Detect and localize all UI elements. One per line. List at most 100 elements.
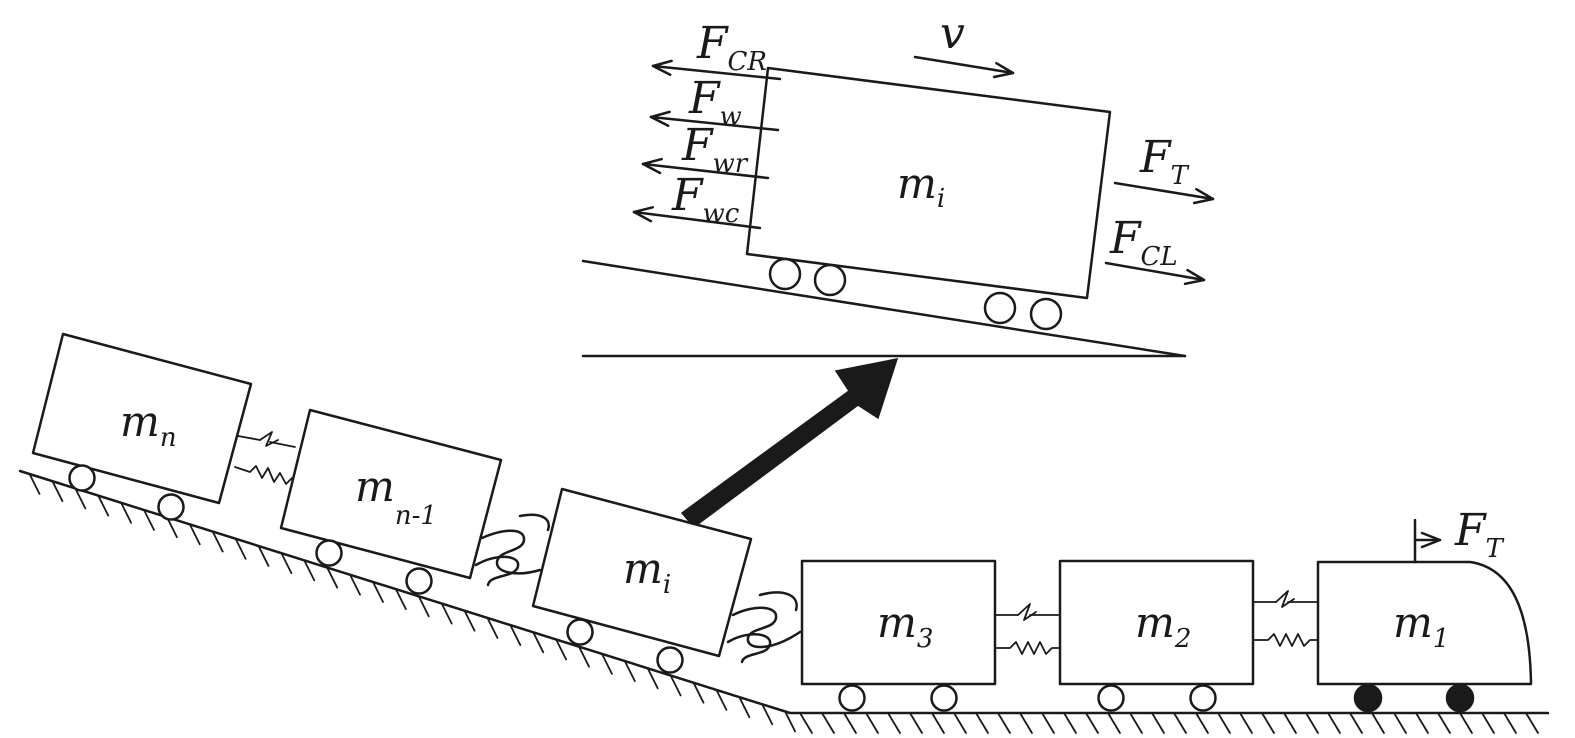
hatch-mark [601, 652, 613, 675]
car-label-m2: m2 [1135, 598, 1191, 654]
hatch-mark [188, 523, 201, 546]
hatch-mark [799, 712, 813, 734]
car-body-mn [31, 332, 253, 505]
inset-wheel-3 [983, 291, 1017, 325]
hatch-mark [1525, 712, 1539, 734]
wheel [838, 684, 866, 712]
inset-incline-line [581, 259, 1187, 358]
wheel [1189, 684, 1217, 712]
hatch-mark [843, 712, 857, 734]
hatch-mark [509, 624, 522, 647]
coupler-mn-mn1 [234, 431, 296, 485]
hatch-mark [417, 595, 430, 618]
hatch-mark [1173, 712, 1187, 734]
hatch-mark [1085, 712, 1099, 734]
car-label-mi: mi [623, 544, 671, 600]
hatch-mark [761, 703, 774, 726]
hatch-mark [440, 602, 453, 625]
velocity-label: v [940, 8, 965, 59]
hatch-mark [1195, 712, 1209, 734]
hatch-mark [555, 638, 568, 661]
car-body-m3 [800, 559, 997, 686]
force-label-w: Fw [688, 73, 742, 132]
hatch-mark [1415, 712, 1429, 734]
wheel [405, 567, 433, 595]
hatch-mark [1239, 712, 1253, 734]
force-arrow-t-inset [1113, 181, 1215, 205]
hatch-mark [1503, 712, 1517, 734]
inset-wheel-4 [1029, 297, 1063, 331]
coupler-mn1-mi [474, 513, 550, 587]
car-mi: mi [531, 487, 753, 674]
hatch-mark [28, 473, 41, 495]
hatch-mark [1019, 712, 1033, 734]
hatch-mark [715, 688, 728, 711]
hatch-mark [120, 501, 133, 524]
hatch-mark [738, 696, 751, 718]
hatch-mark [1327, 712, 1341, 734]
hatch-mark [784, 710, 797, 733]
hatch-mark [1349, 712, 1363, 734]
car-body-m2 [1058, 559, 1255, 686]
hatch-mark [578, 645, 590, 668]
hatch-mark [1041, 712, 1055, 734]
coupler-mi-m3 [726, 591, 802, 664]
force-arrow-cl [1104, 261, 1206, 286]
wheel [157, 493, 185, 521]
track-line [18, 469, 1550, 715]
hatch-mark [234, 537, 247, 560]
hatch-mark [953, 712, 967, 734]
hatch-mark [909, 712, 923, 734]
car-mn1: mn-1 [279, 408, 503, 595]
hatch-mark [669, 674, 682, 697]
wheel [930, 684, 958, 712]
hatch-mark [1107, 712, 1121, 734]
hatch-mark [975, 712, 989, 734]
hatch-mark [1305, 712, 1319, 734]
hatch-mark [280, 552, 293, 575]
force-label-t-inset: FT [1139, 132, 1190, 191]
force-label-wc: Fwc [671, 170, 740, 229]
force-label-wr: Fwr [681, 120, 749, 179]
hatch-mark [1063, 712, 1077, 734]
car-m3: m3 [800, 559, 997, 712]
car-label-m1: m1 [1393, 598, 1449, 654]
hatch-mark [349, 573, 361, 596]
coupler-m3-m2 [994, 603, 1061, 655]
wheel [315, 539, 343, 567]
hatch-mark [997, 712, 1011, 734]
force-label-cl: FCL [1109, 213, 1178, 272]
hatch-mark [1151, 712, 1165, 734]
car-label-mn1: mn-1 [355, 462, 437, 531]
hatch-mark [97, 494, 110, 517]
locomotive-body [1316, 560, 1533, 686]
car-label-m3: m3 [877, 598, 933, 654]
car-mn: mn [31, 332, 253, 521]
car-label-mn: mn [120, 397, 177, 453]
zoom-arrow [680, 358, 899, 529]
car-body-mi [531, 487, 753, 658]
hatch-mark [692, 681, 705, 704]
hatch-mark [532, 631, 545, 654]
track-ground [18, 469, 1550, 734]
hatch-mark [1393, 712, 1407, 734]
hatch-mark [1283, 712, 1297, 734]
drive-wheel [1353, 683, 1383, 713]
wheel [68, 464, 96, 492]
wheel [1097, 684, 1125, 712]
hatch-mark [1481, 712, 1495, 734]
car-m2: m2 [1058, 559, 1255, 712]
velocity-arrow [913, 55, 1015, 79]
hatch-mark [486, 617, 499, 639]
inset-car-body [745, 66, 1112, 300]
inset-free-body-diagram: mi v FCR Fw Fwr Fwc FT FCL [581, 8, 1215, 358]
car-body-mn1 [279, 408, 503, 580]
drive-wheel [1445, 683, 1475, 713]
hatch-mark [74, 487, 87, 510]
hatch-mark [257, 545, 270, 567]
hatch-mark [865, 712, 879, 734]
hatch-mark [821, 712, 835, 734]
inset-wheel-1 [768, 257, 802, 291]
coupler-m2-m1 [1252, 590, 1319, 647]
